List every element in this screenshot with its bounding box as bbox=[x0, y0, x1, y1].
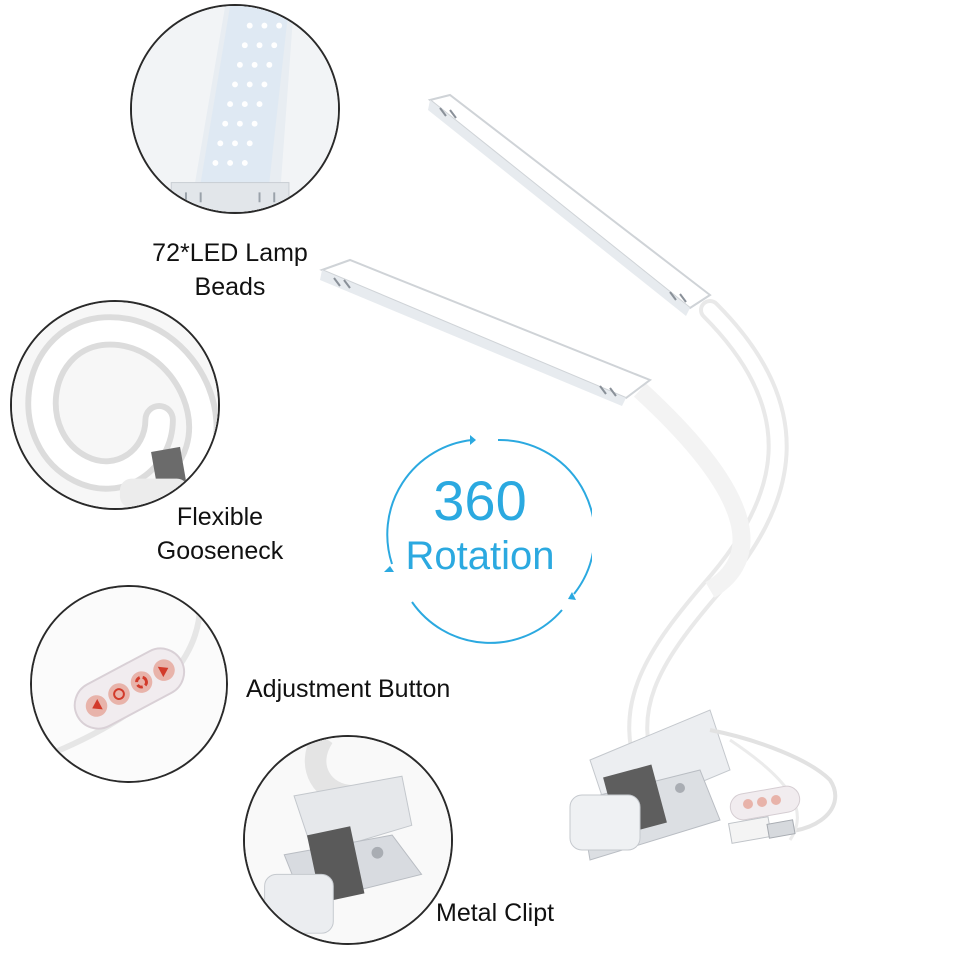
gooseneck-detail-circle bbox=[10, 300, 220, 510]
feature-label-button: Adjustment Button bbox=[246, 672, 496, 706]
cable-control bbox=[729, 785, 801, 821]
rotation-word: Rotation bbox=[405, 534, 555, 578]
lamp-head-lower bbox=[319, 258, 653, 406]
feature-label-gooseneck: Flexible Gooseneck bbox=[110, 500, 330, 568]
led-beads-detail-circle bbox=[130, 4, 340, 214]
feature-label-gooseneck-line1: Flexible bbox=[176, 503, 264, 531]
feature-label-clip: Metal Clipt bbox=[436, 896, 616, 930]
feature-label-led: 72*LED Lamp Beads bbox=[120, 236, 340, 304]
led-beads-icon bbox=[132, 6, 338, 212]
control-button-icon bbox=[32, 587, 226, 781]
lamp-head-upper bbox=[427, 93, 712, 316]
lamp-clip bbox=[569, 709, 731, 861]
feature-label-clip-line1: Metal Clipt bbox=[436, 899, 555, 927]
feature-label-led-line2: Beads bbox=[194, 273, 266, 301]
feature-label-gooseneck-line2: Gooseneck bbox=[156, 537, 284, 565]
button-detail-circle bbox=[30, 585, 228, 783]
usb-plug bbox=[727, 816, 796, 844]
desk-lamp-illustration bbox=[319, 93, 838, 861]
rotation-arrows-icon bbox=[384, 435, 592, 644]
feature-label-led-line1: 72*LED Lamp bbox=[152, 239, 308, 267]
rotation-number: 360 bbox=[433, 469, 527, 532]
feature-label-button-line1: Adjustment Button bbox=[246, 675, 451, 703]
clip-icon bbox=[245, 737, 451, 943]
gooseneck-icon bbox=[12, 302, 218, 508]
clip-detail-circle bbox=[243, 735, 453, 945]
